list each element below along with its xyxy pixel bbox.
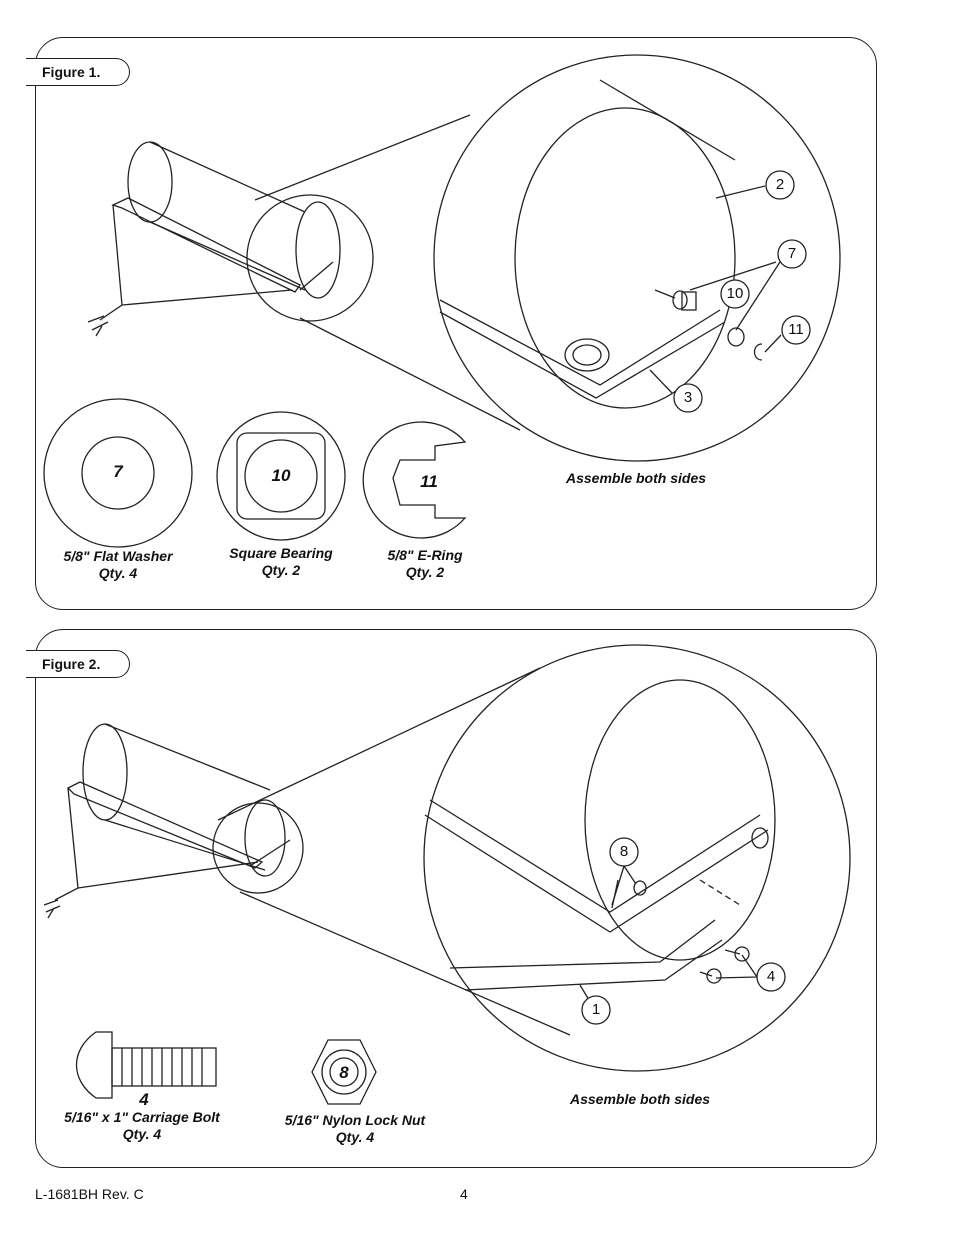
caption-square-bearing-name: Square Bearing <box>229 545 333 561</box>
magnifier-large-1 <box>433 54 841 462</box>
caption-e-ring-qty: Qty. 2 <box>405 564 445 580</box>
caption-flat-washer: 5/8" Flat Washer Qty. 4 <box>38 548 198 582</box>
figure-1-panel: Figure 1. <box>26 37 877 610</box>
caption-carriage-bolt: 5/16" x 1" Carriage Bolt Qty. 4 <box>42 1109 242 1143</box>
callout-7: 7 <box>787 245 797 262</box>
figure-2-title: Figure 2. <box>26 650 130 678</box>
caption-lock-nut: 5/16" Nylon Lock Nut Qty. 4 <box>262 1112 448 1146</box>
caption-e-ring: 5/8" E-Ring Qty. 2 <box>365 547 485 581</box>
note-assemble-both-sides-2: Assemble both sides <box>569 1091 711 1107</box>
caption-lock-nut-name: 5/16" Nylon Lock Nut <box>284 1112 426 1128</box>
roller-overview-1 <box>87 141 306 337</box>
callout-10: 10 <box>726 285 744 302</box>
callout-1: 1 <box>591 1001 601 1018</box>
figure-1-title: Figure 1. <box>26 58 130 86</box>
part-number-washer: 7 <box>113 462 123 481</box>
caption-carriage-bolt-name: 5/16" x 1" Carriage Bolt <box>64 1109 220 1125</box>
part-number-ering: 11 <box>420 472 438 491</box>
footer-doc-id: L-1681BH Rev. C <box>35 1186 144 1202</box>
note-assemble-both-sides-1: Assemble both sides <box>565 470 707 486</box>
magnifier-large-2 <box>423 644 851 1072</box>
callout-11: 11 <box>788 321 804 338</box>
caption-e-ring-name: 5/8" E-Ring <box>387 547 463 563</box>
callout-8: 8 <box>619 843 629 860</box>
magnifier-small-1 <box>246 194 374 322</box>
caption-flat-washer-qty: Qty. 4 <box>98 565 138 581</box>
caption-square-bearing: Square Bearing Qty. 2 <box>200 545 362 579</box>
callout-4: 4 <box>766 968 776 985</box>
callout-2: 2 <box>775 176 785 193</box>
caption-carriage-bolt-qty: Qty. 4 <box>122 1126 162 1142</box>
part-number-carriage-bolt: 4 <box>139 1090 149 1109</box>
part-number-lock-nut: 8 <box>339 1063 349 1082</box>
roller-overview-2 <box>43 723 271 919</box>
caption-square-bearing-qty: Qty. 2 <box>261 562 301 578</box>
caption-lock-nut-qty: Qty. 4 <box>335 1129 375 1145</box>
figure-2-panel: Figure 2. <box>26 629 877 1168</box>
footer-page-number: 4 <box>460 1186 468 1202</box>
caption-flat-washer-name: 5/8" Flat Washer <box>63 548 173 564</box>
callout-3: 3 <box>683 389 693 406</box>
part-number-bearing: 10 <box>271 466 291 485</box>
